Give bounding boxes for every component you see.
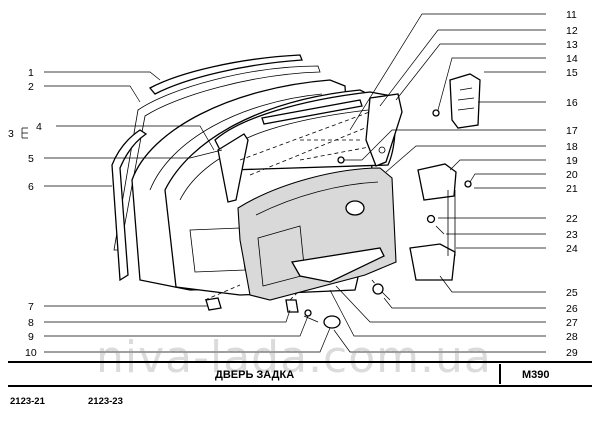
model-code-2: 2123-23 [88,396,123,407]
title-block: ДВЕРЬ ЗАДКА М390 [8,361,592,387]
door-frame-seal [111,129,148,282]
callout-27: 27 [566,317,578,329]
callout-29: 29 [566,347,578,359]
callout-8: 8 [28,317,34,329]
callout-15: 15 [566,67,578,79]
callout-3: 3 [8,128,14,140]
callout-25: 25 [566,287,578,299]
hinge-upper [449,73,481,129]
glass-seal-side [217,133,249,203]
callout-17: 17 [566,125,578,137]
callout-21: 21 [566,183,578,195]
callout-5: 5 [28,153,34,165]
callouts-left: 1 2 3 4 5 6 7 8 9 10 [8,67,42,359]
title-block-title: ДВЕРЬ ЗАДКА [215,369,294,381]
callout-13: 13 [566,39,578,51]
handle-trim [290,247,385,283]
callout-7: 7 [28,301,34,313]
hinge-bottom-bracket [409,243,456,281]
callout-24: 24 [566,243,578,255]
callout-16: 16 [566,97,578,109]
callout-18: 18 [566,141,578,153]
callout-2: 2 [28,81,34,93]
callout-22: 22 [566,213,578,225]
callout-19: 19 [566,155,578,167]
bumper [285,299,299,313]
callout-23: 23 [566,229,578,241]
callout-6: 6 [28,181,34,193]
clip [205,297,222,311]
door-assembly-drawing [111,54,481,329]
callout-28: 28 [566,331,578,343]
callout-20: 20 [566,169,578,181]
callout-4: 4 [36,121,42,133]
glass-seal-upper [261,99,363,125]
hinge-top-bracket [417,163,457,201]
leader-lines [21,13,546,353]
callout-11: 11 [566,9,577,21]
title-block-code: М390 [522,369,550,381]
seal-strip [148,54,303,95]
callout-12: 12 [566,25,578,37]
callout-26: 26 [566,303,578,315]
callout-1: 1 [28,67,34,79]
callouts-right: 11 12 13 14 15 16 17 18 19 20 21 22 23 2… [566,9,578,359]
callout-9: 9 [28,331,34,343]
callout-14: 14 [566,53,578,65]
upper-bracket [365,93,403,167]
weatherstrip [113,65,321,251]
watermark: niva-lada.com.ua [96,332,492,383]
model-code-1: 2123-21 [10,396,46,407]
cap [323,315,341,329]
callout-10: 10 [25,347,37,359]
